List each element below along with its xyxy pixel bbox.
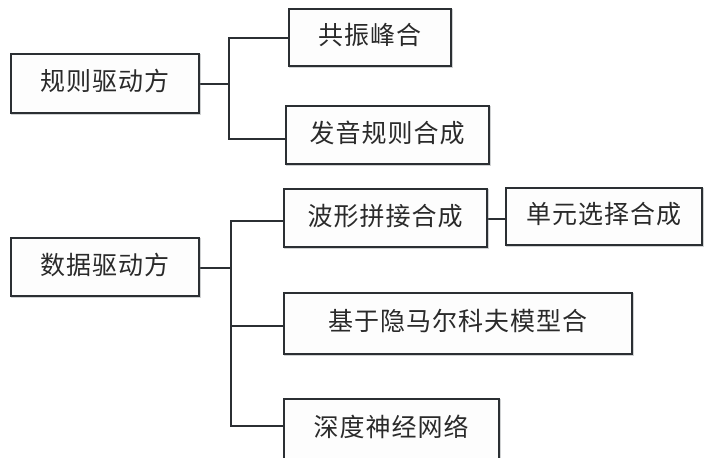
node-unit-selection[interactable]: 单元选择合成 [505,187,703,246]
node-phoneme-rule[interactable]: 发音规则合成 [285,105,490,165]
node-formant-label: 共振峰合 [317,23,422,50]
connector-rule-arm-phoneme-rule [228,138,285,140]
node-formant[interactable]: 共振峰合 [288,8,452,67]
connector-data-arm-hmm [230,325,283,327]
node-data-driven[interactable]: 数据驱动方 [10,237,200,297]
node-data-driven-label: 数据驱动方 [39,252,170,280]
node-deep-neural-network-label: 深度神经网络 [313,414,470,442]
connector-rule-arm-formant [228,37,288,39]
node-hmm-based-label: 基于隐马尔科夫模型合 [327,309,588,336]
connector-data-arm-dnn [230,425,283,427]
node-waveform-concat-label: 波形拼接合成 [307,203,464,231]
node-phoneme-rule-label: 发音规则合成 [309,120,466,148]
connector-rule-stub [200,83,228,85]
connector-waveform-to-unit-selection [488,218,505,220]
connector-data-stub [200,267,230,269]
node-waveform-concat[interactable]: 波形拼接合成 [283,188,488,248]
node-deep-neural-network[interactable]: 深度神经网络 [283,398,500,458]
connector-data-arm-waveform-concat [230,220,283,222]
node-rule-driven[interactable]: 规则驱动方 [10,53,200,114]
connector-rule-spine [228,37,230,138]
node-unit-selection-label: 单元选择合成 [525,202,682,229]
node-rule-driven-label: 规则驱动方 [39,69,170,96]
connector-data-spine [230,220,232,425]
node-hmm-based[interactable]: 基于隐马尔科夫模型合 [283,292,633,355]
